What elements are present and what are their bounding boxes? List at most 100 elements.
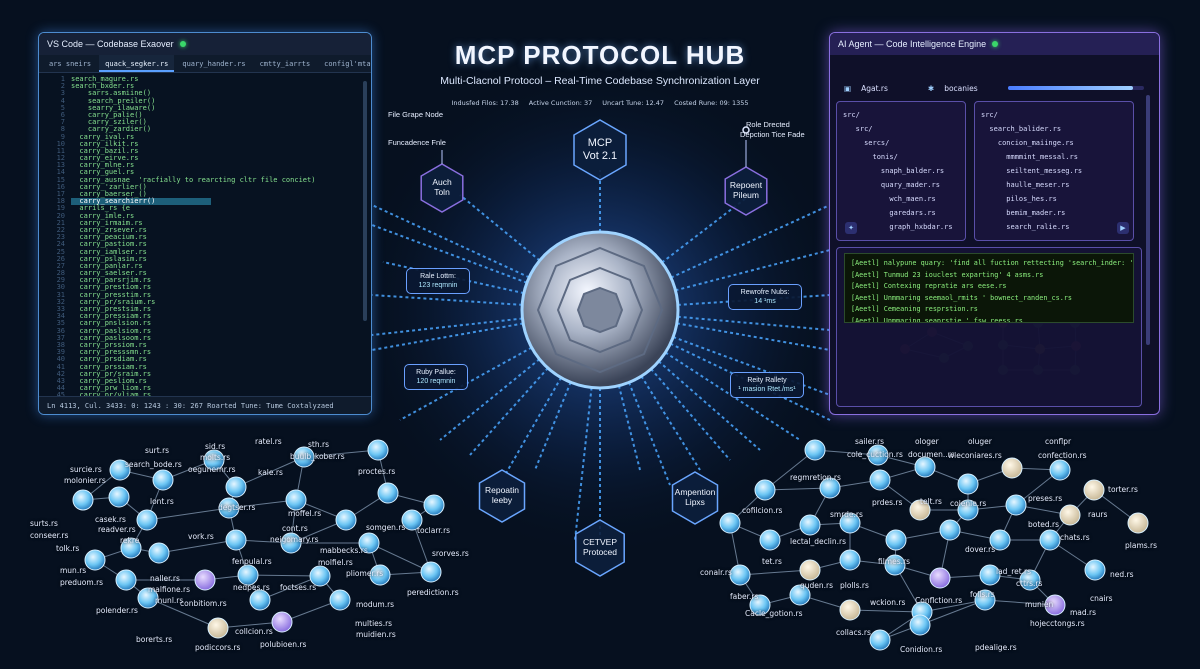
tree-item[interactable]: sercs/ bbox=[843, 139, 890, 147]
code-line[interactable]: 13 carry_mlne.rs bbox=[43, 162, 371, 169]
file-node[interactable] bbox=[1005, 494, 1027, 516]
file-node[interactable] bbox=[420, 561, 442, 583]
tree-item[interactable]: src/ bbox=[981, 111, 998, 119]
hex-node-repo-right[interactable]: Repoent Pileum bbox=[718, 180, 774, 200]
file-node[interactable] bbox=[148, 542, 170, 564]
file-node[interactable] bbox=[1083, 479, 1105, 501]
file-node[interactable] bbox=[909, 614, 931, 636]
file-node[interactable] bbox=[754, 479, 776, 501]
code-line[interactable]: 32 carry_pr/sraium.rs bbox=[43, 298, 371, 306]
code-line[interactable]: 39 carry_presssmn.rs bbox=[43, 348, 371, 356]
tree-item[interactable]: src/ bbox=[843, 111, 860, 119]
code-line[interactable]: 37 carry_paslsoom.rs bbox=[43, 334, 371, 342]
file-node[interactable] bbox=[137, 587, 159, 609]
code-line[interactable]: 30 carry_prestiom.rs bbox=[43, 284, 371, 291]
file-node[interactable] bbox=[819, 477, 841, 499]
tree-item[interactable]: bemim_mader.rs bbox=[981, 209, 1066, 217]
tab-quack-segker-rs[interactable]: quack_segker.rs bbox=[99, 55, 175, 72]
file-node[interactable] bbox=[207, 617, 229, 639]
code-line[interactable]: 28 carry_saelser.rs bbox=[43, 269, 371, 277]
file-node[interactable] bbox=[839, 549, 861, 571]
file-node[interactable] bbox=[72, 489, 94, 511]
code-line[interactable]: 35 carry_pnslsion.rs bbox=[43, 320, 371, 327]
tab-ars-sneirs[interactable]: ars sneirs bbox=[49, 60, 92, 68]
code-line[interactable]: 38 carry_prssiom.rs bbox=[43, 341, 371, 349]
hex-node-ampention[interactable]: Ampention Lipxs bbox=[660, 487, 730, 507]
tree-item[interactable]: src/ bbox=[843, 125, 873, 133]
file-node[interactable] bbox=[1044, 594, 1066, 616]
tree-item[interactable]: snaph_balder.rs bbox=[843, 167, 945, 175]
tree-item[interactable]: garedars.rs bbox=[843, 209, 936, 217]
file-node[interactable] bbox=[369, 564, 391, 586]
code-line[interactable]: 14 carry_guel.rs bbox=[43, 169, 371, 176]
file-node[interactable] bbox=[939, 519, 961, 541]
code-line[interactable]: 5 searry_ilaware() bbox=[43, 104, 371, 112]
tab-configl-mtaes[interactable]: configl'mtaes bbox=[324, 60, 371, 68]
code-line[interactable]: 42 carry_pr/sraim.rs bbox=[43, 370, 371, 378]
tree-item[interactable]: wch_maen.rs bbox=[843, 195, 936, 203]
file-node[interactable] bbox=[84, 549, 106, 571]
file-node[interactable] bbox=[799, 559, 821, 581]
file-node[interactable] bbox=[225, 476, 247, 498]
code-line[interactable]: 11 carry_bazil.rs bbox=[43, 147, 371, 155]
file-node[interactable] bbox=[115, 569, 137, 591]
file-node[interactable] bbox=[120, 537, 142, 559]
file-node[interactable] bbox=[218, 497, 240, 519]
code-line[interactable]: 36 carry_paslsiom.rs bbox=[43, 327, 371, 335]
mcp-version-node[interactable]: MCP Vot 2.1 bbox=[572, 137, 628, 163]
file-node[interactable] bbox=[367, 439, 389, 461]
file-node[interactable] bbox=[957, 499, 979, 521]
file-node[interactable] bbox=[237, 564, 259, 586]
file-node[interactable] bbox=[799, 514, 821, 536]
code-line[interactable]: 7 carry_sziler() bbox=[43, 118, 371, 126]
file-node[interactable] bbox=[885, 529, 907, 551]
file-node[interactable] bbox=[293, 446, 315, 468]
file-node[interactable] bbox=[1019, 569, 1041, 591]
code-line[interactable]: 6 carry_palie() bbox=[43, 111, 371, 119]
editor-scrollbar[interactable] bbox=[363, 81, 367, 321]
tree-item[interactable]: mmmmint_messal.rs bbox=[981, 153, 1078, 161]
file-node[interactable] bbox=[749, 594, 771, 616]
file-node[interactable] bbox=[309, 565, 331, 587]
file-node[interactable] bbox=[884, 554, 906, 576]
file-node[interactable] bbox=[759, 529, 781, 551]
file-node[interactable] bbox=[329, 589, 351, 611]
tree-item[interactable]: haulle_meser.rs bbox=[981, 181, 1070, 189]
code-line[interactable]: 18 carry_searchierr() bbox=[43, 197, 371, 206]
code-line[interactable]: 20 carry_imle.rs bbox=[43, 212, 371, 220]
file-node[interactable] bbox=[194, 569, 216, 591]
code-line[interactable]: 4 search_preiler() bbox=[43, 97, 371, 105]
file-node[interactable] bbox=[1127, 512, 1149, 534]
tab-cmtty-iarrts[interactable]: cmtty_iarrts bbox=[259, 60, 311, 68]
file-node[interactable] bbox=[225, 529, 247, 551]
code-line[interactable]: 34 carry_pressiam.rs bbox=[43, 312, 371, 320]
code-line[interactable]: 25 carry_iamlser.rs bbox=[43, 248, 371, 256]
file-node[interactable] bbox=[152, 469, 174, 491]
add-icon[interactable]: ✦ bbox=[845, 222, 857, 234]
hex-node-protocol[interactable]: CETVEP Protoced bbox=[568, 537, 632, 557]
code-line[interactable]: 40 carry_prsdiam.rs bbox=[43, 356, 371, 363]
code-line[interactable]: 3 sarrs.asmiine() bbox=[43, 90, 371, 97]
file-node[interactable] bbox=[109, 459, 131, 481]
file-node[interactable] bbox=[839, 599, 861, 621]
file-node[interactable] bbox=[957, 473, 979, 495]
file-node[interactable] bbox=[271, 611, 293, 633]
file-node[interactable] bbox=[867, 444, 889, 466]
file-node[interactable] bbox=[719, 512, 741, 534]
agent-scrollbar[interactable] bbox=[1146, 95, 1150, 345]
file-tree-left-list[interactable]: src/ src/ sercs/ tonis/ snaph_balder.rs … bbox=[837, 102, 965, 240]
file-node[interactable] bbox=[839, 512, 861, 534]
file-node[interactable] bbox=[979, 564, 1001, 586]
file-node[interactable] bbox=[108, 486, 130, 508]
code-line[interactable]: 27 carry_panlar.rs bbox=[43, 262, 371, 270]
file-node[interactable] bbox=[203, 449, 225, 471]
agent-file-label[interactable]: Agat.rs bbox=[861, 83, 888, 93]
file-node[interactable] bbox=[804, 439, 826, 461]
code-line[interactable]: 24 carry_pastiom.rs bbox=[43, 241, 371, 248]
code-line[interactable]: 15 carry_ausnae 'racfially to rearcting … bbox=[43, 176, 371, 184]
hex-node-repo-left[interactable]: Repoatin leeby bbox=[470, 485, 534, 505]
file-node[interactable] bbox=[423, 494, 445, 516]
code-line[interactable]: 31 carry_presstim.rs bbox=[43, 291, 371, 299]
